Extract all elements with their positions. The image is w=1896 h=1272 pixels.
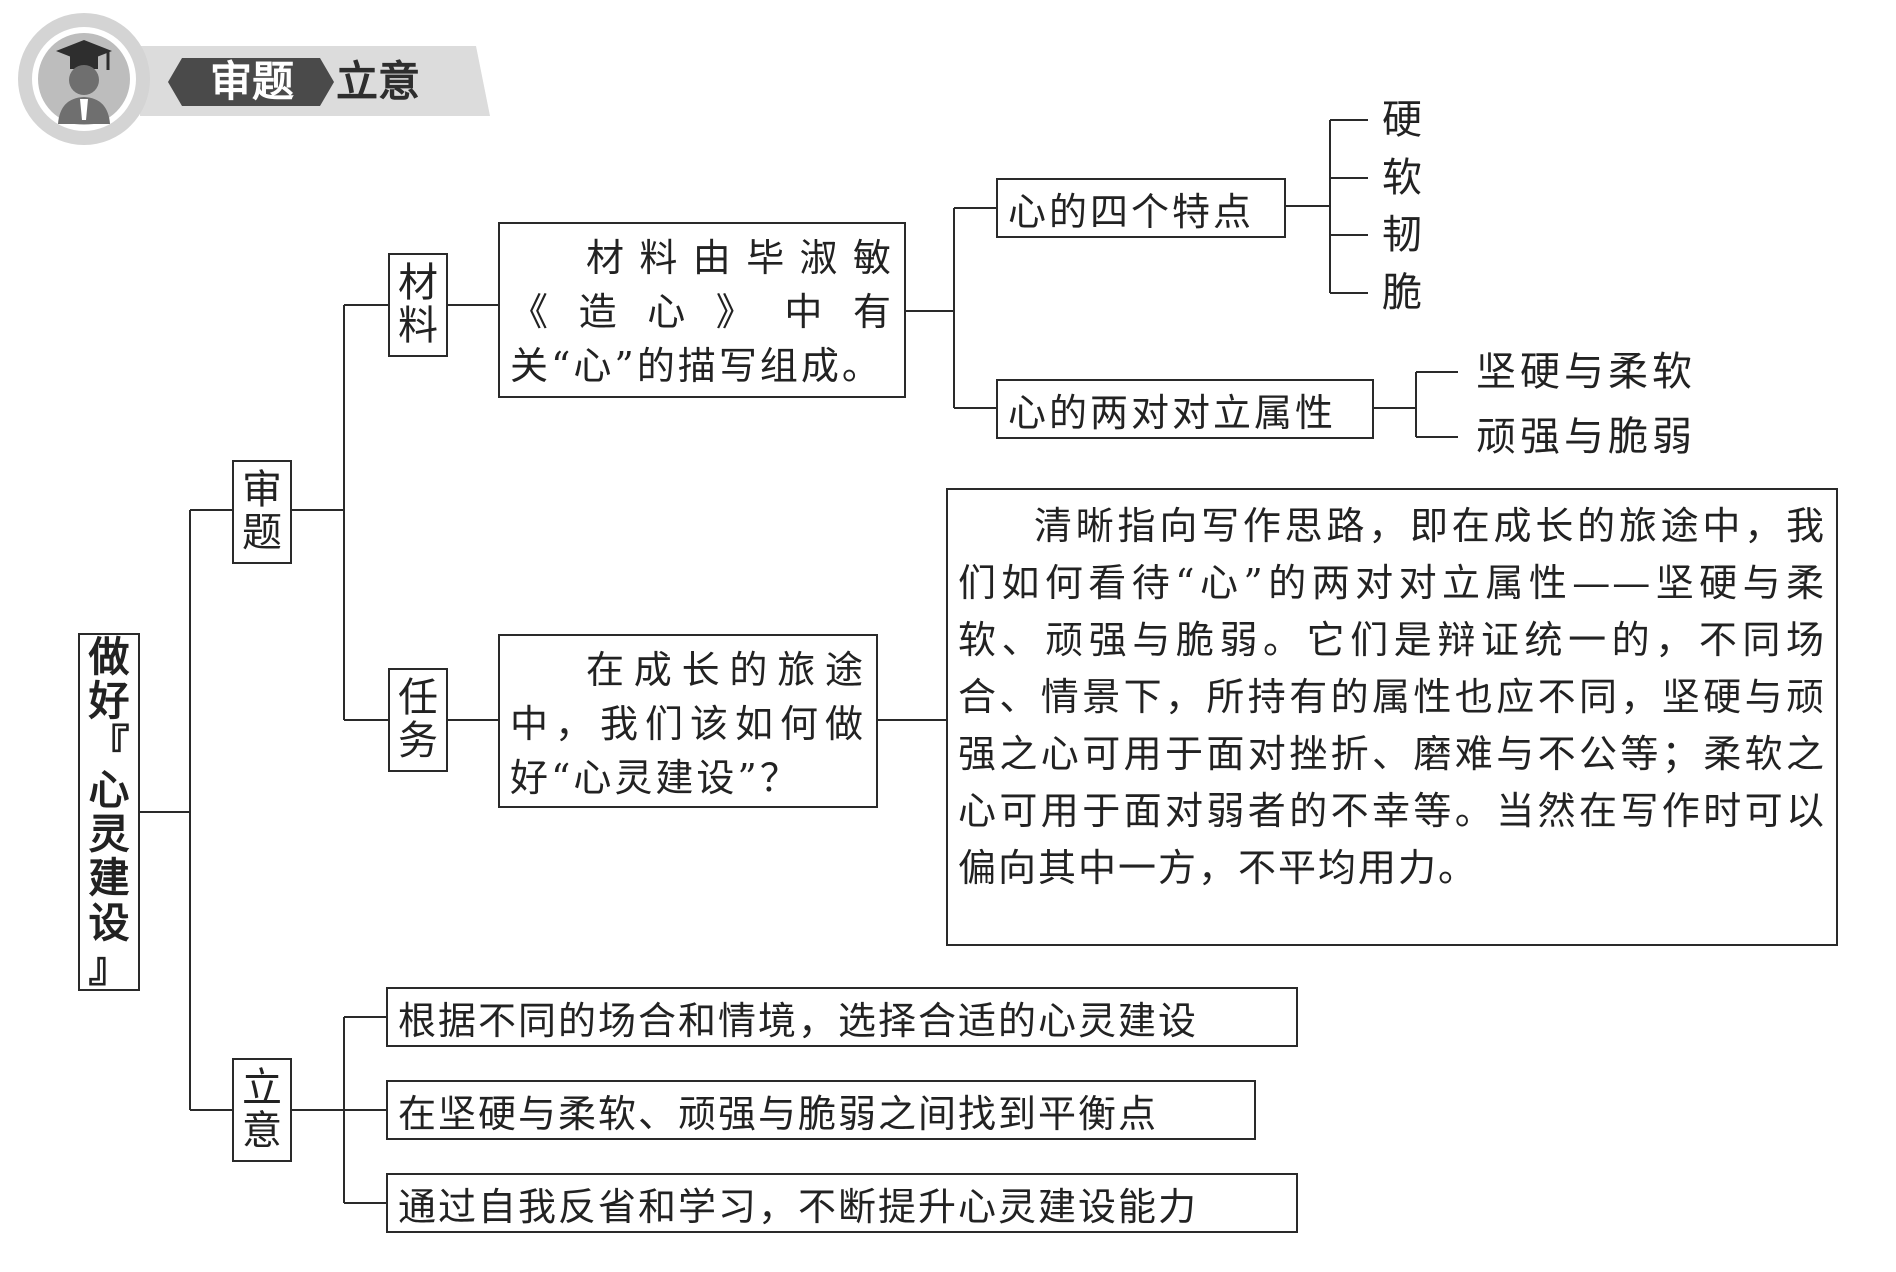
root-char: 心 bbox=[88, 765, 130, 814]
shenti-char: 审 bbox=[242, 466, 282, 513]
liyi-char: 意 bbox=[242, 1108, 282, 1154]
header-tag: 审题 bbox=[209, 57, 294, 106]
analysis-text: 清晰指向写作思路，即在成长的旅途中，我们如何看待“心”的两对对立属性——坚硬与柔… bbox=[958, 504, 1826, 890]
opposites-box: 心的两对对立属性 bbox=[996, 379, 1374, 439]
liyi-char: 立 bbox=[242, 1064, 282, 1111]
root-char: 『 bbox=[88, 721, 130, 770]
opposite-item: 顽强与脆弱 bbox=[1476, 414, 1696, 460]
shenti-node: 审 题 bbox=[232, 460, 292, 564]
shenti-char: 题 bbox=[242, 510, 282, 556]
cailiao-char: 材 bbox=[398, 259, 438, 306]
renwu-node: 任 务 bbox=[388, 668, 448, 772]
liyi-node: 立 意 bbox=[232, 1058, 292, 1162]
opposites-label: 心的两对对立属性 bbox=[1008, 390, 1337, 435]
root-char: 设 bbox=[88, 898, 130, 947]
conclusion-box: 根据不同的场合和情境，选择合适的心灵建设 bbox=[386, 987, 1298, 1047]
root-char: 』 bbox=[88, 942, 130, 991]
root-char: 好 bbox=[88, 677, 130, 726]
task-box: 在成长的旅途中，我们该如何做好“心灵建设”？ bbox=[498, 634, 878, 808]
root-char: 建 bbox=[88, 854, 130, 903]
root-node: 做 好 『 心 灵 建 设 』 bbox=[78, 633, 140, 991]
conclusion-text: 根据不同的场合和情境，选择合适的心灵建设 bbox=[398, 998, 1199, 1043]
trait-item: 软 bbox=[1382, 155, 1422, 201]
material-text: 材料由毕淑敏《造心》中有关“心”的描写组成。 bbox=[510, 236, 894, 388]
conclusion-text: 通过自我反省和学习，不断提升心灵建设能力 bbox=[398, 1184, 1199, 1229]
header-badge: 审题 立意 bbox=[0, 0, 490, 150]
conclusion-box: 在坚硬与柔软、顽强与脆弱之间找到平衡点 bbox=[386, 1080, 1256, 1140]
cailiao-node: 材 料 bbox=[388, 253, 448, 357]
analysis-box: 清晰指向写作思路，即在成长的旅途中，我们如何看待“心”的两对对立属性——坚硬与柔… bbox=[946, 488, 1838, 946]
conclusion-box: 通过自我反省和学习，不断提升心灵建设能力 bbox=[386, 1173, 1298, 1233]
renwu-char: 任 bbox=[398, 674, 438, 721]
four-traits-label: 心的四个特点 bbox=[1008, 189, 1255, 234]
root-char: 做 bbox=[88, 632, 130, 681]
header-title: 立意 bbox=[336, 57, 421, 106]
trait-item: 脆 bbox=[1382, 270, 1422, 316]
task-text: 在成长的旅途中，我们该如何做好“心灵建设”？ bbox=[510, 648, 866, 800]
trait-item: 硬 bbox=[1382, 97, 1422, 143]
trait-item: 韧 bbox=[1382, 212, 1422, 258]
conclusion-text: 在坚硬与柔软、顽强与脆弱之间找到平衡点 bbox=[398, 1091, 1159, 1136]
teacher-avatar-icon bbox=[18, 13, 490, 145]
opposite-item: 坚硬与柔软 bbox=[1476, 349, 1696, 395]
four-traits-box: 心的四个特点 bbox=[996, 178, 1286, 238]
root-char: 灵 bbox=[88, 810, 130, 858]
renwu-char: 务 bbox=[398, 718, 438, 764]
cailiao-char: 料 bbox=[398, 303, 438, 349]
material-box: 材料由毕淑敏《造心》中有关“心”的描写组成。 bbox=[498, 222, 906, 398]
